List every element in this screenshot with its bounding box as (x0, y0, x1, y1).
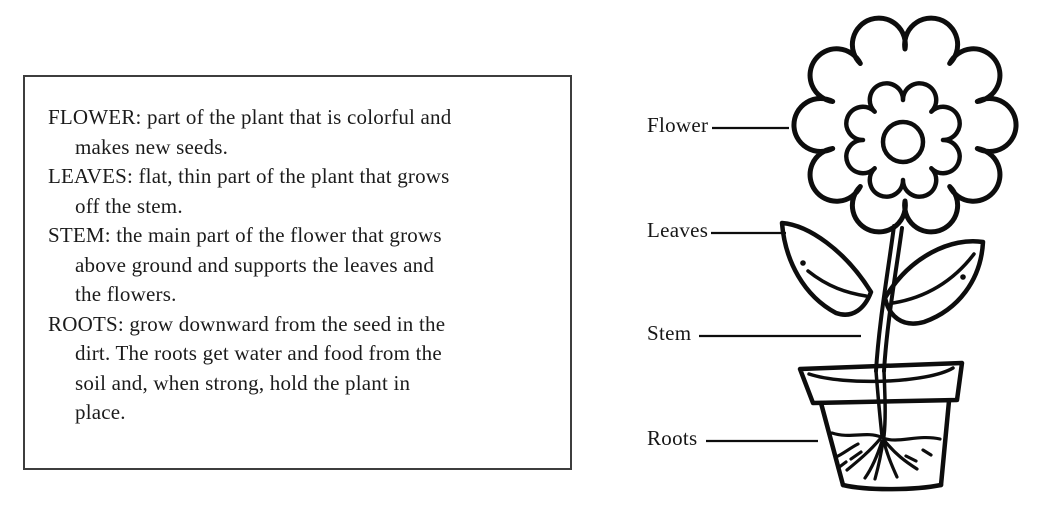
definition-line: off the stem. (75, 193, 183, 218)
right-leaf (882, 239, 986, 326)
leaves-label: Leaves (647, 218, 709, 242)
definition-line: STEM: the main part of the flower that g… (48, 223, 442, 247)
definition-line: LEAVES: flat, thin part of the plant tha… (48, 164, 450, 188)
flower-center (880, 119, 926, 165)
definition-line: soil and, when strong, hold the plant in (75, 370, 411, 395)
definition-line: the flowers. (75, 282, 177, 306)
flower-inner-petals (844, 81, 962, 199)
flower-outer-petals (791, 15, 1019, 235)
roots-drawing (830, 431, 942, 481)
definition-line: place. (75, 400, 126, 424)
definitions-box: FLOWER: part of the plant that is colorf… (23, 75, 572, 470)
definition-line: FLOWER: part of the plant that is colorf… (48, 105, 452, 129)
definition-line: makes new seeds. (75, 134, 229, 159)
stem-label: Stem (647, 321, 692, 345)
definition-line: ROOTS: grow downward from the seed in th… (48, 311, 446, 336)
definition-line: above ground and supports the leaves and (75, 252, 435, 277)
roots-label: Roots (647, 426, 698, 450)
left-leaf (779, 220, 874, 317)
stem-drawing (874, 224, 904, 438)
definition-line: dirt. The roots get water and food from … (75, 341, 442, 365)
flower-label: Flower (647, 113, 709, 137)
pot-drawing (797, 360, 965, 492)
